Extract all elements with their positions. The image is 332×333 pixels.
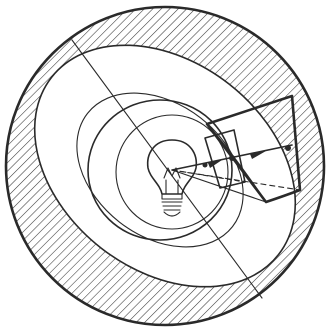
outer-point <box>285 145 291 151</box>
near-point <box>203 163 208 168</box>
inner-point <box>229 155 235 161</box>
